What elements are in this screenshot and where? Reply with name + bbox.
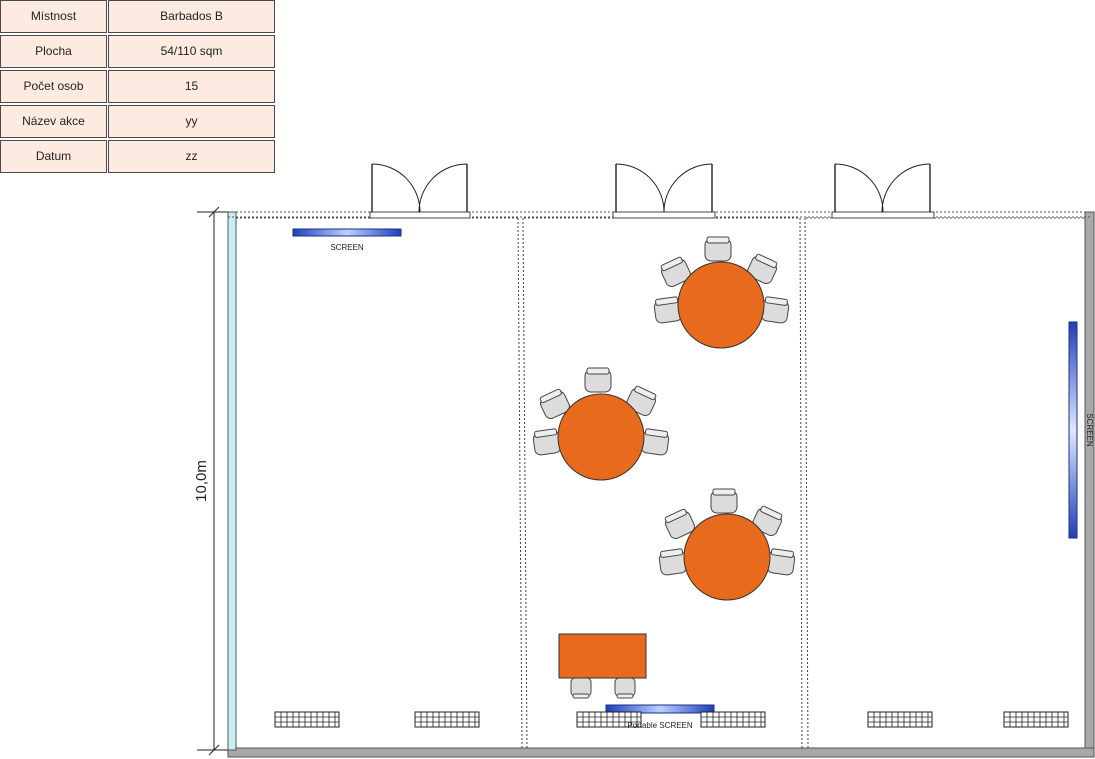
info-value: Barbados B bbox=[108, 0, 275, 33]
info-row-persons: Počet osob 15 bbox=[0, 70, 276, 103]
chair bbox=[704, 236, 732, 262]
radiator bbox=[700, 711, 766, 728]
chair bbox=[766, 547, 797, 577]
info-label: Datum bbox=[0, 140, 107, 173]
info-value: yy bbox=[108, 105, 275, 138]
chair bbox=[584, 367, 612, 393]
info-value: 15 bbox=[108, 70, 275, 103]
door-left bbox=[369, 163, 471, 219]
room-walls bbox=[227, 211, 1095, 758]
chair bbox=[531, 427, 562, 457]
radiator bbox=[414, 711, 480, 728]
chair bbox=[710, 488, 738, 514]
door-right bbox=[831, 163, 935, 219]
info-label: Název akce bbox=[0, 105, 107, 138]
info-row-event: Název akce yy bbox=[0, 105, 276, 138]
info-value: 54/110 sqm bbox=[108, 35, 275, 68]
screen-right-label: SCREEN bbox=[1085, 413, 1094, 447]
chair bbox=[760, 295, 791, 325]
dimension-line bbox=[197, 206, 228, 756]
door-middle bbox=[612, 163, 716, 219]
rect-table bbox=[558, 633, 647, 699]
chair bbox=[614, 677, 636, 699]
round-table-3 bbox=[657, 488, 797, 601]
partition-walls bbox=[236, 217, 1084, 749]
screen-left bbox=[292, 228, 402, 237]
screen-bottom-label: Portable SCREEN bbox=[627, 721, 693, 730]
dimension-label: 10,0m bbox=[193, 460, 210, 502]
screen-left-label: SCREEN bbox=[330, 243, 364, 252]
chair bbox=[570, 677, 592, 699]
info-label: Počet osob bbox=[0, 70, 107, 103]
round-table-1 bbox=[652, 236, 791, 349]
screen-right bbox=[1068, 321, 1078, 539]
info-label: Místnost bbox=[0, 0, 107, 33]
round-table-2 bbox=[531, 367, 671, 481]
info-row-room: Místnost Barbados B bbox=[0, 0, 276, 33]
chair bbox=[640, 427, 671, 457]
info-row-area: Plocha 54/110 sqm bbox=[0, 35, 276, 68]
radiator bbox=[274, 711, 340, 728]
screen-bottom bbox=[605, 704, 715, 714]
info-value: zz bbox=[108, 140, 275, 173]
chair bbox=[657, 547, 688, 577]
info-row-date: Datum zz bbox=[0, 140, 276, 173]
radiator bbox=[867, 711, 933, 728]
info-label: Plocha bbox=[0, 35, 107, 68]
radiator bbox=[1003, 711, 1069, 728]
